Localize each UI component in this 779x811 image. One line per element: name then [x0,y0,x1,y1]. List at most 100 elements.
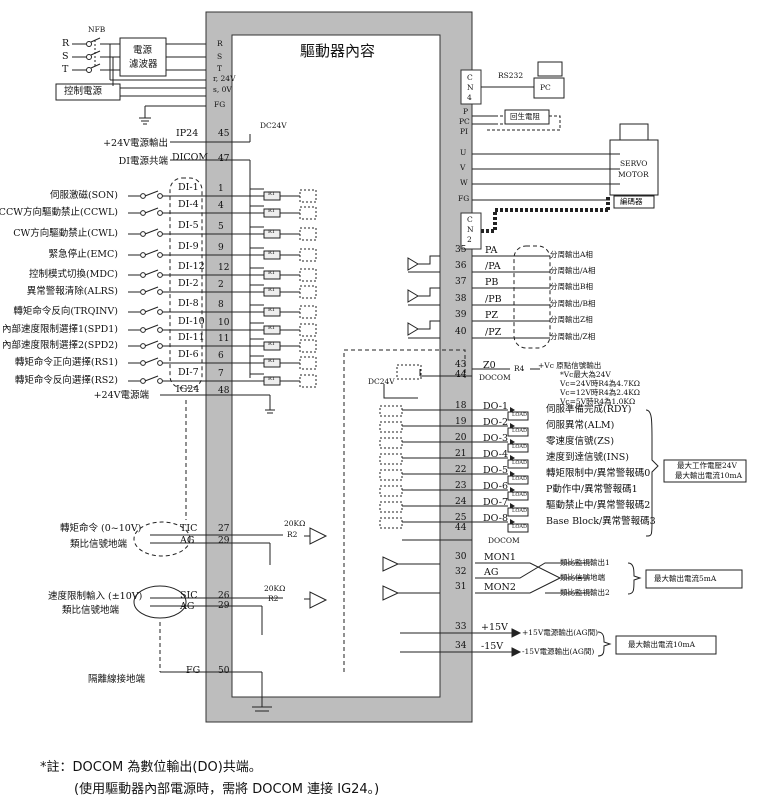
do-pin: 18 [455,401,467,411]
speed-limit-label: 速度限制輸入 (±10V) [48,591,143,602]
di-resistor-label: R1 [268,270,275,276]
vc-note-2: Vc=12V時R4為2.4KΩ [560,388,641,397]
di-name: DI-7 [178,367,199,378]
supply-pin: 33 [455,622,467,632]
do-load-box [507,427,529,437]
cn4-n: N [467,83,474,92]
di-label: 轉矩命令正向選擇(RS1) [14,357,118,368]
do-note-voltage: 最大工作電壓24V [677,461,737,470]
di-pin: 2 [218,280,224,290]
term-r: R [217,39,223,48]
di-optocoupler [299,227,317,241]
docom1-name: DOCOM [479,373,511,382]
vc-note-1: Vc=24V時R4為4.7KΩ [560,379,641,388]
term-pc: PC [459,117,470,126]
term-t: T [217,64,223,73]
pulse-label: 分周輸出Z相 [550,315,593,324]
di-switch-blade [144,357,159,364]
pulse-pin: 36 [455,261,467,271]
di-switch-contact [157,309,163,315]
cn4-4: 4 [467,93,472,102]
pulse-name: PA [485,245,498,256]
do-pin: 22 [455,465,467,475]
pulse-label: 分周輸出/A相 [550,266,596,275]
regen-resistor-label: 回生電阻 [510,112,540,121]
footnote-line-1: *註：DOCOM 為數位輸出(DO)共端。 [40,760,262,775]
di-switch-contact [157,231,163,237]
do-relay-load [379,437,403,449]
rs232-label: RS232 [498,71,524,80]
di-name: DI-12 [178,261,205,272]
do-load-box [507,507,529,517]
servo-label: SERVO [620,159,648,168]
di-pin: 8 [218,300,224,310]
pulse-name: /PA [485,261,501,272]
monitor-name: MON2 [484,582,516,593]
do-load-box [507,443,529,453]
cn2-2: 2 [467,235,472,244]
line-receiver [407,289,419,303]
di-name: DI-8 [178,298,199,309]
term-fg: FG [214,100,226,109]
di-switch-contact [157,360,163,366]
torque-r-value: 20KΩ [284,519,306,528]
di-switch-contact [157,378,163,384]
do-load-box [507,523,529,533]
do-label: 伺服準備完成(RDY) [546,404,632,415]
monitor-pin: 30 [455,552,467,562]
di-resistor-label: R1 [268,229,275,235]
di-switch-contact [157,252,163,258]
di-switch-contact [157,289,163,295]
di-switch-blade [144,286,159,293]
control-power-label: 控制電源 [64,86,103,97]
term-v: V [460,163,466,172]
di-label: 內部速度限制選擇1(SPD1) [1,324,118,335]
z0-desc: +Vc 原點信號輸出 [538,361,602,370]
di-label: 緊急停止(EMC) [48,249,118,260]
pulse-pin: 39 [455,310,467,320]
di-switch-contact [140,210,146,216]
di-pin: 5 [218,222,224,232]
do-relay-load [379,405,403,417]
di-switch-contact [140,378,146,384]
z0-name: Z0 [483,360,496,371]
docom1-pin: 44 [455,370,467,380]
ig24-desc: +24V電源端 [93,390,149,401]
speed-ag-pin: 29 [218,601,230,611]
r4-label: R4 [514,364,525,373]
di-name: DI-11 [178,332,205,343]
pulse-label: 分周輸出/Z相 [550,332,596,341]
di-pin: 6 [218,351,224,361]
pulse-pin: 40 [455,327,467,337]
do-load-label: LOAD [512,492,528,498]
di-optocoupler [299,285,317,299]
di-pin: 1 [218,184,224,194]
supply-pin: 34 [455,641,467,651]
filter-label-2: 濾波器 [129,59,158,70]
line-receiver [407,257,419,271]
di-resistor-label: R1 [268,376,275,382]
di-switch-blade [144,249,159,256]
monitor-pin: 32 [455,567,467,577]
pulse-pin: 38 [455,294,467,304]
do-label: 零速度信號(ZS) [546,436,615,447]
do-name: DO-8 [483,513,509,524]
di-label: 轉矩命令反向(TRQINV) [13,306,118,317]
shield-fg-name: FG [186,665,201,676]
do-label: 驅動禁止中/異常警報碼2 [546,500,651,511]
di-switch-contact [157,272,163,278]
supply-label: -15V電源輸出(AG間) [522,647,595,656]
di-switch-contact [140,193,146,199]
driver-title: 驅動器內容 [300,42,376,60]
dc24v-label: DC24V [260,121,287,130]
di-optocoupler [299,323,317,337]
do-relay-load [379,501,403,513]
do-relay-load [379,421,403,433]
di-pin: 10 [218,318,230,328]
do-load-label: LOAD [512,508,528,514]
ip24-desc: +24V電源輸出 [103,138,168,149]
generated-rows [128,188,550,541]
di-switch-blade [144,375,159,382]
line-receiver [407,322,419,336]
